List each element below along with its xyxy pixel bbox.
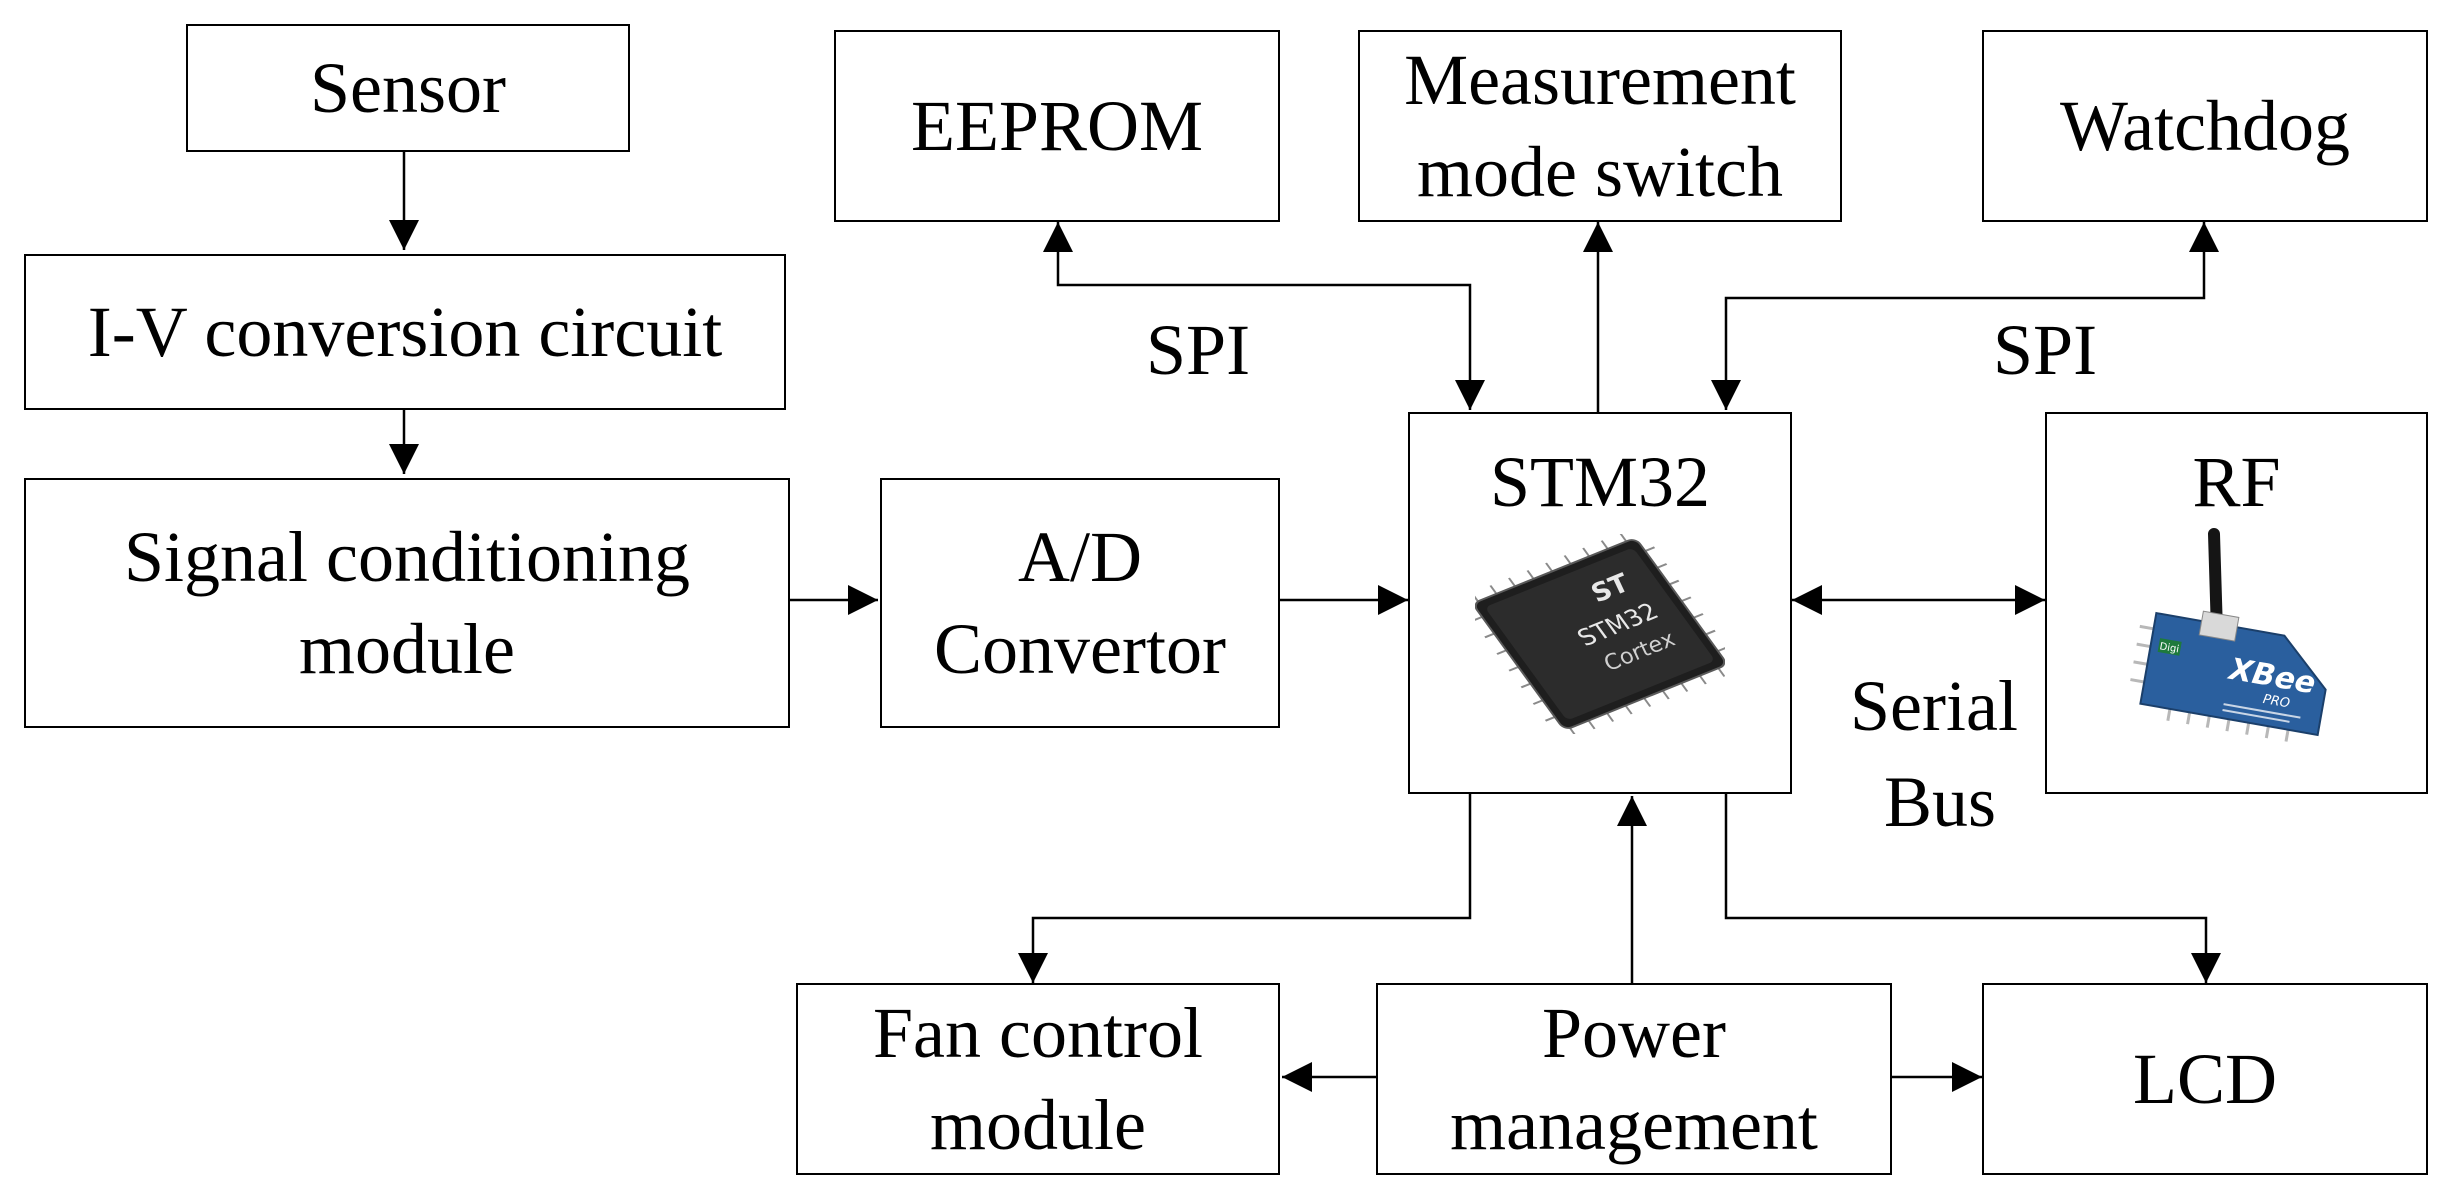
eeprom-block: EEPROM xyxy=(834,30,1280,222)
signal-conditioning-label-line2: module xyxy=(299,609,515,689)
stm32-chip-icon: ST STM32 Cortex xyxy=(1475,534,1725,734)
lcd-block: LCD xyxy=(1982,983,2428,1175)
arrow-stm32-to-lcd xyxy=(1724,794,2221,983)
fan-control-label-line2: module xyxy=(930,1085,1146,1165)
ad-convertor-block: A/D Convertor xyxy=(880,478,1280,728)
fan-control-block: Fan control module xyxy=(796,983,1280,1175)
power-management-label-line2: management xyxy=(1450,1085,1818,1165)
xbee-module-icon: Digi XBee PRO xyxy=(2129,528,2327,742)
arrow-watchdog-stm32-spi xyxy=(1711,222,2219,410)
arrow-stm32-to-fan-control xyxy=(1018,794,1472,983)
stm32-block: STM32 xyxy=(1408,412,1792,794)
fan-control-label-line1: Fan control xyxy=(873,993,1203,1073)
stm32-label: STM32 xyxy=(1489,442,1711,522)
measurement-switch-label-line1: Measurement xyxy=(1404,40,1796,120)
arrow-eeprom-stm32-spi xyxy=(1043,222,1485,410)
spi-label-right: SPI xyxy=(1993,310,2098,390)
xbee-variant-text: PRO xyxy=(2261,692,2290,711)
rf-block: RF Digi XBee PRO xyxy=(2045,412,2428,794)
power-management-block: Power management xyxy=(1376,983,1892,1175)
serial-bus-label-line2: Bus xyxy=(1884,762,1997,842)
spi-label-left: SPI xyxy=(1146,310,1251,390)
rf-label: RF xyxy=(2192,442,2281,522)
ad-convertor-label-line2: Convertor xyxy=(934,609,1226,689)
watchdog-block: Watchdog xyxy=(1982,30,2428,222)
watchdog-label: Watchdog xyxy=(2059,86,2351,166)
signal-conditioning-block: Signal conditioning module xyxy=(24,478,790,728)
measurement-switch-label-line2: mode switch xyxy=(1417,132,1783,212)
iv-conversion-label: I-V conversion circuit xyxy=(87,292,723,372)
sensor-block: Sensor xyxy=(186,24,630,152)
signal-conditioning-label-line1: Signal conditioning xyxy=(124,517,690,597)
measurement-switch-block: Measurement mode switch xyxy=(1358,30,1842,222)
xbee-brand-text: Digi xyxy=(2158,641,2179,655)
eeprom-label: EEPROM xyxy=(910,86,1204,166)
lcd-label: LCD xyxy=(2133,1039,2277,1119)
ad-convertor-label-line1: A/D xyxy=(1018,517,1142,597)
serial-bus-label-line1: Serial xyxy=(1850,666,2018,746)
power-management-label-line1: Power xyxy=(1542,993,1726,1073)
iv-conversion-block: I-V conversion circuit xyxy=(24,254,786,410)
sensor-label: Sensor xyxy=(310,48,506,128)
